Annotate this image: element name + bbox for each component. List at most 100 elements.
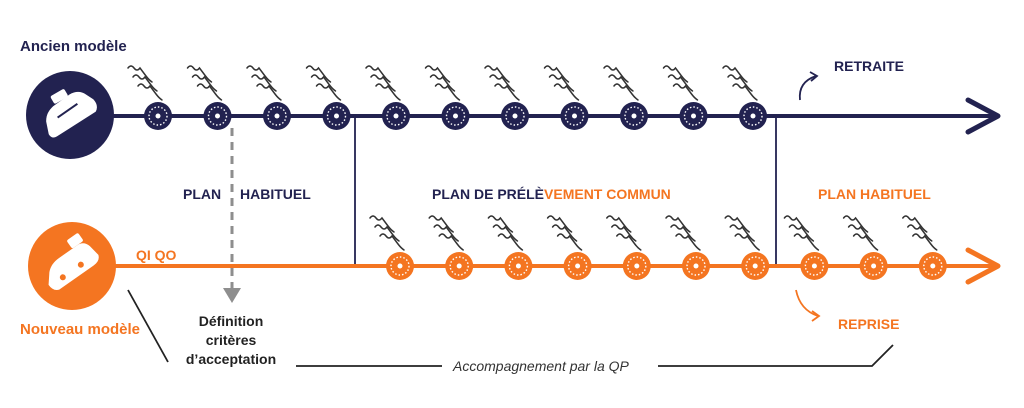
new-sample-marker: [902, 215, 947, 280]
new-model-arrowhead: [965, 247, 1001, 285]
old-sample-ring: [326, 106, 347, 126]
old-sample-ring: [564, 106, 585, 126]
emission-wave-icon: [665, 215, 691, 233]
definition-line1: Définition: [199, 313, 264, 329]
new-sample-marker: [546, 215, 592, 280]
new-sample-ring: [923, 256, 943, 276]
definition-criteria-label: Définition critères d’acceptation: [186, 313, 276, 367]
old-sample-ring: [683, 106, 704, 126]
down-arrow-icon: [223, 288, 241, 303]
emission-wave-icon: [724, 215, 750, 233]
emission-wave-icon: [251, 74, 277, 92]
emission-wave-icon: [256, 83, 282, 101]
emission-wave-icon: [727, 74, 753, 92]
emission-wave-icon: [246, 65, 272, 83]
emission-wave-icon: [788, 224, 815, 242]
emission-wave-icon: [487, 215, 514, 233]
new-samples-group: [369, 215, 947, 280]
old-sample-marker: [662, 65, 708, 130]
emission-wave-icon: [556, 233, 583, 251]
emission-wave-icon: [492, 224, 519, 242]
reprise-label: REPRISE: [838, 316, 899, 332]
curved-arrow-down-icon: [795, 289, 819, 317]
new-sample-center: [515, 263, 521, 269]
new-sample-ring: [390, 256, 410, 276]
emission-wave-icon: [428, 215, 454, 233]
old-model-label: Ancien modèle: [20, 38, 127, 55]
new-sample-marker: [724, 215, 770, 280]
emission-wave-icon: [484, 65, 510, 83]
new-model-pointer-line: [127, 289, 169, 363]
emission-wave-icon: [675, 233, 701, 251]
common-plan-label-part2: VEMENT COMMUN: [544, 186, 671, 202]
new-sample-marker: [428, 215, 474, 280]
emission-wave-icon: [783, 215, 810, 233]
emission-wave-icon: [379, 233, 405, 251]
emission-wave-icon: [611, 224, 637, 242]
new-sample-center: [575, 263, 581, 269]
new-sample-center: [456, 263, 462, 269]
new-sample-ring: [627, 256, 647, 276]
car-part-icon: [48, 233, 99, 290]
old-sample-center: [572, 113, 577, 119]
old-sample-ring: [445, 106, 466, 126]
emission-wave-icon: [606, 215, 632, 233]
emission-wave-icon: [613, 83, 639, 101]
plan-habituel-old-part1: PLAN: [183, 186, 221, 202]
emission-wave-icon: [315, 83, 342, 101]
curved-arrow-up-icon: [798, 75, 817, 101]
emission-wave-icon: [551, 224, 578, 242]
emission-wave-icon: [662, 65, 689, 83]
new-sample-ring: [863, 256, 884, 276]
old-sample-ring: [386, 106, 406, 126]
old-sample-marker: [722, 65, 767, 130]
emission-wave-icon: [603, 65, 629, 83]
emission-wave-icon: [553, 83, 580, 101]
new-sample-marker: [783, 215, 829, 280]
emission-wave-icon: [305, 65, 332, 83]
new-sample-ring: [508, 256, 529, 276]
old-sample-marker: [603, 65, 648, 130]
new-sample-ring: [567, 256, 588, 276]
emission-wave-icon: [433, 224, 459, 242]
new-sample-marker: [665, 215, 710, 280]
new-sample-marker: [369, 215, 414, 280]
common-plan-label: PLAN DE PRÉLÈVEMENT COMMUN: [432, 186, 671, 202]
emission-wave-icon: [365, 65, 391, 83]
old-sample-center: [631, 113, 637, 119]
old-sample-center: [512, 113, 518, 119]
old-sample-center: [750, 113, 756, 119]
old-sample-ring: [505, 106, 525, 126]
emission-wave-icon: [543, 65, 570, 83]
old-sample-ring: [207, 106, 228, 126]
new-sample-ring: [686, 256, 706, 276]
new-sample-marker: [487, 215, 533, 280]
emission-wave-icon: [548, 74, 575, 92]
old-sample-marker: [484, 65, 529, 130]
emission-wave-icon: [127, 65, 153, 83]
retraite-label: RETRAITE: [834, 58, 904, 74]
old-sample-center: [453, 113, 458, 119]
definition-line2: critères: [206, 332, 257, 348]
new-sample-center: [397, 263, 403, 269]
old-sample-marker: [246, 65, 291, 130]
emission-wave-icon: [132, 74, 158, 92]
emission-wave-icon: [793, 233, 820, 251]
old-sample-marker: [186, 65, 232, 130]
new-sample-center: [930, 263, 936, 269]
old-sample-marker: [305, 65, 351, 130]
emission-wave-icon: [497, 233, 524, 251]
old-sample-center: [155, 113, 161, 119]
emission-wave-icon: [672, 83, 699, 101]
qi-qo-label: QI QO: [136, 247, 177, 263]
emission-wave-icon: [842, 215, 869, 233]
emission-wave-icon: [852, 233, 879, 251]
new-sample-ring: [449, 256, 469, 276]
old-sample-center: [334, 113, 339, 119]
emission-wave-icon: [608, 74, 634, 92]
old-model-arrowhead: [965, 97, 1001, 135]
emission-wave-icon: [424, 65, 451, 83]
old-sample-marker: [424, 65, 470, 130]
emission-wave-icon: [734, 233, 760, 251]
